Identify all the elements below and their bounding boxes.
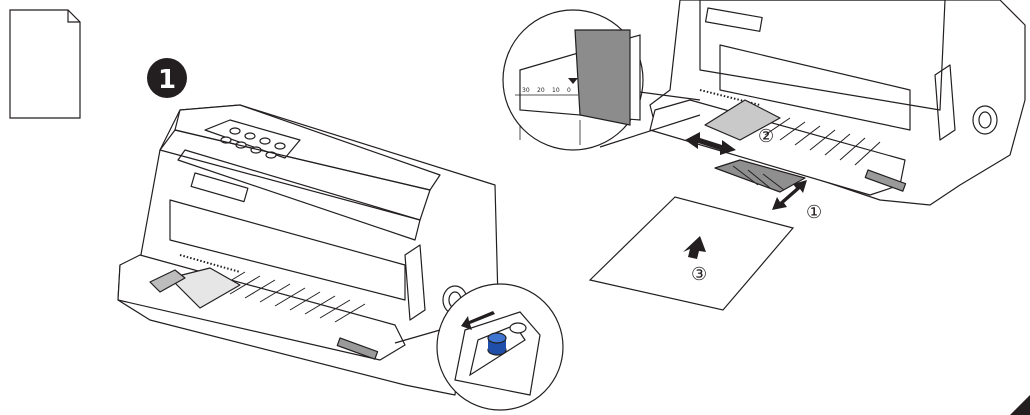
svg-text:③: ③	[691, 264, 707, 285]
svg-text:①: ①	[806, 202, 822, 223]
svg-text:20: 20	[537, 87, 545, 94]
lever-knob-icon	[488, 333, 506, 355]
platen-knob-right	[973, 106, 997, 134]
callout-three: ③	[691, 264, 707, 285]
loose-paper-sheet	[590, 197, 793, 310]
step-badge: 1	[147, 58, 187, 98]
corner-mark	[1010, 395, 1030, 415]
svg-text:0: 0	[567, 87, 571, 94]
svg-text:10: 10	[552, 87, 560, 94]
printer-right	[650, 0, 1025, 205]
step-badge-number: 1	[158, 65, 176, 95]
svg-text:②: ②	[758, 126, 774, 147]
paper-sheet-icon	[10, 10, 80, 118]
callout-two: ②	[758, 126, 774, 147]
svg-text:30: 30	[522, 87, 530, 94]
callout-one: ①	[806, 202, 822, 223]
